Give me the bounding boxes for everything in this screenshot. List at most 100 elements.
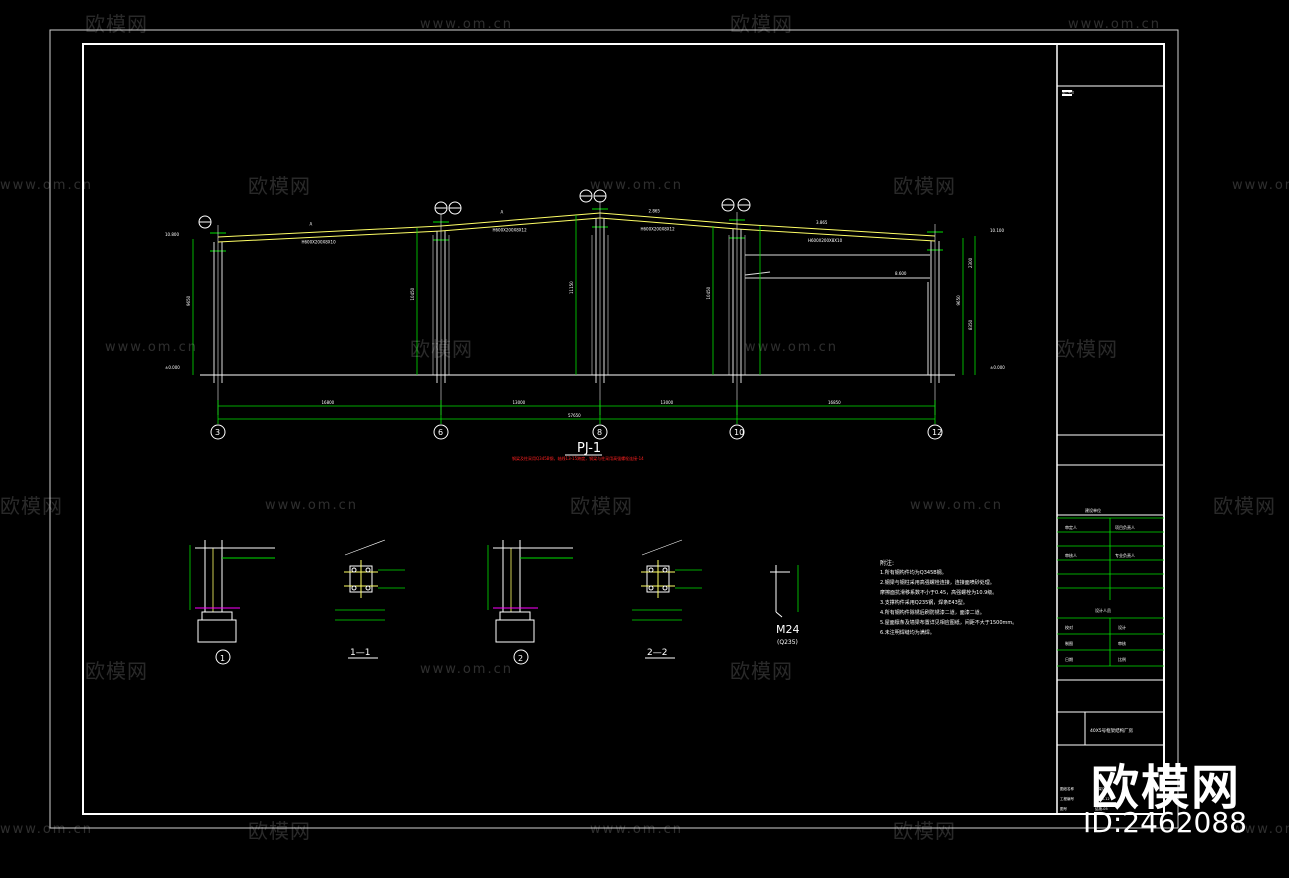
note-line: 1.所有钢构件均为Q345B钢。 [880, 569, 947, 576]
roof-slope-label: 2.865 [649, 209, 661, 214]
note-line: 6.未注明焊缝均为满焊。 [880, 629, 935, 636]
note-line: 摩擦面抗滑移系数不小于0.45，高强螺栓为10.9级。 [880, 589, 997, 596]
roof-rafter-bottom [736, 228, 936, 242]
roof-rafter-top [440, 212, 601, 227]
bolt-hole [648, 567, 654, 573]
roof-slope-label: A [310, 222, 313, 227]
axis-bubble [433, 424, 449, 440]
axis-bubble [927, 424, 943, 440]
anchor-bolt-hook [775, 611, 783, 618]
column-height-label: 10450 [706, 286, 711, 299]
left-top-elevation: 10.800 [165, 232, 179, 237]
bottom-row-value: 结施-05 [1095, 806, 1108, 811]
sign-row-label: 专业负责人 [1115, 552, 1135, 558]
notes-title: 附注: [880, 559, 894, 567]
bottom-row-value: 刚架详图 [1095, 786, 1110, 791]
span-dimension-label: 16800 [322, 400, 335, 405]
axis-bubble [592, 424, 608, 440]
total-span-label: 57650 [568, 413, 581, 418]
staff-label: 比例 [1118, 656, 1126, 662]
title-block-mark [1062, 90, 1072, 92]
crane-elevation-label: 8.600 [895, 271, 907, 276]
rafter-section-label: H600X200X8X10 [302, 240, 337, 245]
bolt-hole [648, 585, 654, 591]
span-dimension-label: 13000 [513, 400, 526, 405]
right-dimension-label: 8350 [968, 319, 973, 330]
anchor-bolt-subtitle: (Q235) [777, 639, 798, 646]
bolt-hole [365, 585, 371, 591]
rafter-section-label: H600X200X8X12 [641, 227, 676, 232]
detail-callout-label: 2 [518, 654, 523, 663]
roof-slope-label: A [501, 210, 504, 215]
staff-label: 制图 [1065, 640, 1073, 646]
leader-line [641, 539, 683, 556]
anchor-bolt-title: M24 [776, 623, 800, 636]
connection-details: 11—122—2 [189, 539, 799, 665]
roof-rafter-bottom [440, 217, 601, 232]
roof-rafter-bottom [217, 230, 442, 243]
column-height-label: 11150 [569, 281, 574, 294]
bottom-row-label: 工程编号 [1060, 796, 1075, 801]
right-bottom-elevation: ±0.000 [990, 365, 1005, 370]
bolt-hole [351, 585, 357, 591]
staff-header: 设计人员 [1095, 607, 1111, 613]
roof-rafter-top [736, 223, 936, 237]
staff-label: 日期 [1065, 656, 1073, 662]
right-top-elevation: 10.100 [990, 228, 1004, 233]
inner-frame [82, 43, 1165, 815]
axis-label: 10 [734, 428, 744, 437]
span-dimension-label: 13000 [661, 400, 674, 405]
roof-rafter-top [217, 225, 442, 238]
rafter-section-label: H600X200X8X10 [808, 238, 843, 243]
note-line: 2.钢梁与钢柱采用高强螺栓连接，连接面喷砂处理。 [880, 579, 995, 586]
note-line: 4.所有钢构件除锈后刷防锈漆二道，面漆二道。 [880, 609, 985, 616]
foundation-pedestal [197, 619, 237, 643]
axis-bubble [729, 424, 745, 440]
rafter-section-label: H600X200X8X12 [493, 228, 528, 233]
bolt-hole [351, 567, 357, 573]
axis-bubble [210, 424, 226, 440]
column-height-label: 9650 [956, 295, 961, 306]
watermark-brand-large: 欧模网 [1090, 760, 1241, 816]
title-block-client: 建设单位 [1085, 507, 1101, 513]
base-plate [201, 611, 233, 621]
bottom-row-value: 2016-12 [1095, 797, 1110, 801]
portal-frame-elevation: H600X200X8X10 A H600X200X8X12 A H600X200X8X1… [165, 189, 1005, 440]
roof-rafter-bottom [599, 217, 738, 230]
watermark-id: ID:2462088 [1083, 806, 1247, 839]
title-block-mark [1062, 94, 1072, 96]
bottom-row-label: 图纸名称 [1060, 786, 1075, 791]
right-dimension-label: 2300 [968, 257, 973, 268]
roof-slope-label: 3.865 [816, 220, 828, 225]
foundation-pedestal [495, 619, 535, 643]
bottom-row-label: 图号 [1060, 806, 1068, 811]
detail-callout-circle [513, 649, 529, 665]
note-line: 3.支撑构件采用Q235钢，焊条E43型。 [880, 599, 968, 606]
notes-list: 1.所有钢构件均为Q345B钢。 2.钢梁与钢柱采用高强螺栓连接，连接面喷砂处理。… [880, 569, 1017, 636]
axis-label: 3 [215, 428, 220, 437]
staff-label: 设计 [1118, 624, 1126, 630]
base-plate [499, 611, 531, 621]
staff-label: 审核 [1118, 640, 1126, 646]
left-bottom-elevation: ±0.000 [165, 365, 180, 370]
crane-haunch [744, 271, 771, 276]
sign-row-label: 审定人 [1065, 524, 1077, 530]
leader-line [344, 539, 386, 556]
outer-frame [49, 29, 1179, 829]
roof-rafter-top [599, 212, 738, 225]
axis-label: 12 [932, 428, 942, 437]
bolt-hole [662, 567, 668, 573]
project-name: 40X5号框架结构厂房 [1090, 727, 1134, 734]
column-height-label: 9650 [186, 295, 191, 306]
title-block: 设计单位建设单位审定人项目负责人审核人专业负责人设计人员校对设计制图审核日期比例… [1057, 85, 1164, 811]
section-title: 2—2 [647, 648, 667, 658]
bolt-hole [662, 585, 668, 591]
note-line: 5.屋面檩条及墙梁布置详见相应图纸，间距不大于1500mm。 [880, 619, 1017, 626]
bolt-hole [365, 567, 371, 573]
title-block-design-unit: 设计单位 [1062, 89, 1074, 94]
staff-label: 校对 [1065, 624, 1073, 630]
axis-label: 6 [438, 428, 443, 437]
sign-row-label: 审核人 [1065, 552, 1077, 558]
section-title: 1—1 [350, 648, 370, 658]
